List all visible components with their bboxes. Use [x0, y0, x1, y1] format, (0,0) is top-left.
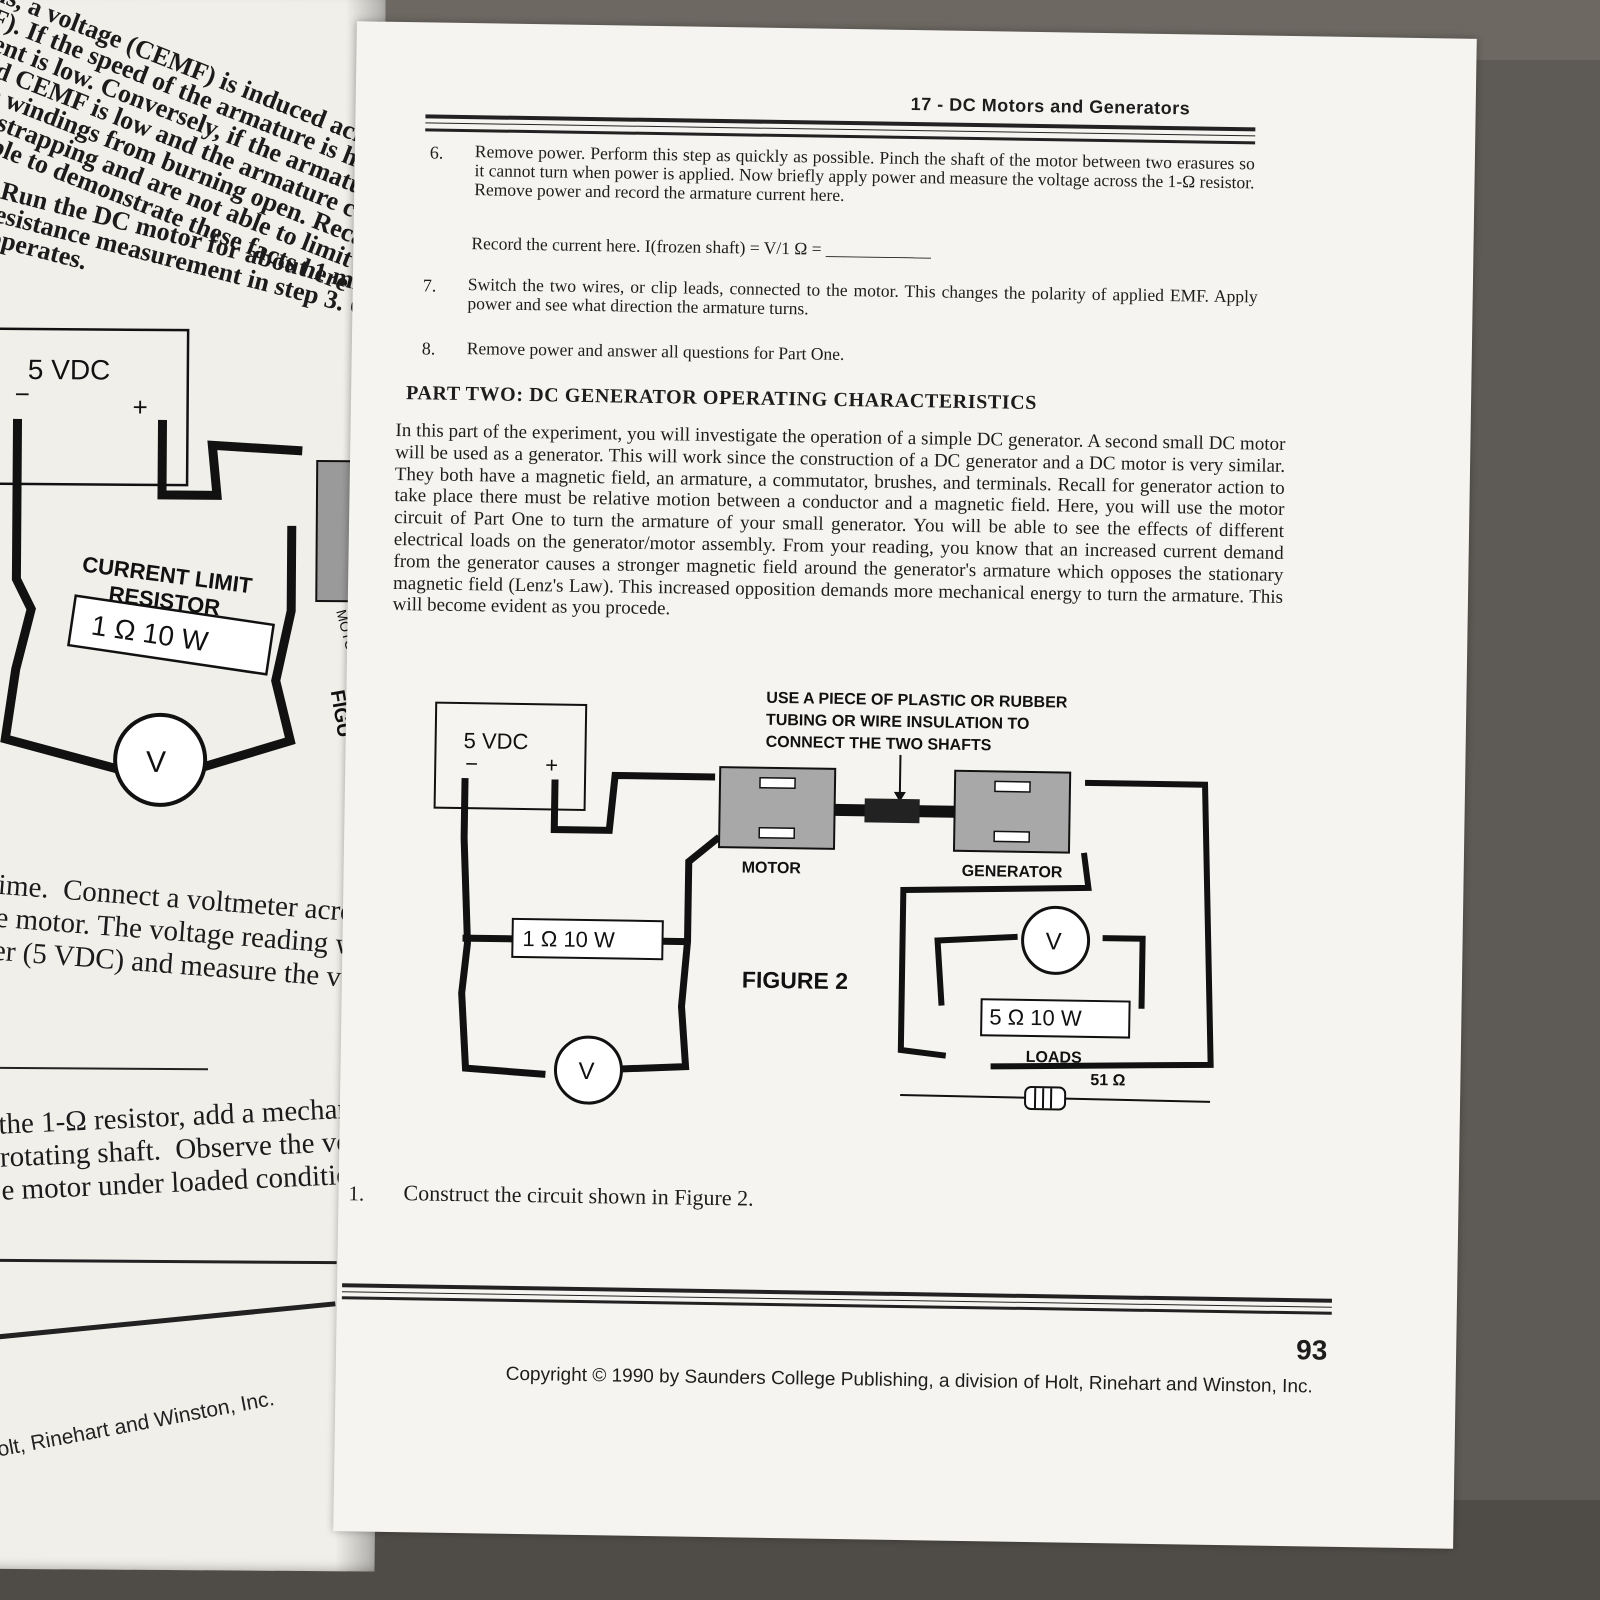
step-7-number: 7. — [422, 275, 437, 296]
copyright-line: Copyright © 1990 by Saunders College Pub… — [505, 1363, 1313, 1398]
left-meter-label: V — [146, 746, 166, 779]
load-value: 51 Ω — [1090, 1072, 1126, 1090]
resistor-2-value: 5 Ω 10 W — [989, 1004, 1082, 1030]
left-circuit-figure: 5 VDC − + MOTOR CURRENT LIMIT RESISTOR 1… — [0, 327, 374, 807]
step-7-text: Switch the two wires, or clip leads, con… — [467, 274, 1258, 319]
figure-2-diagram: USE A PIECE OF PLASTIC OR RUBBER TUBING … — [433, 690, 1214, 1111]
left-mid-text: ime. Connect a voltmeter across th e mot… — [0, 868, 386, 998]
running-head: 17 - DC Motors and Generators — [910, 94, 1191, 119]
figure-2-label: FIGURE 2 — [742, 966, 848, 994]
supply-minus: − — [465, 751, 478, 776]
left-footer: olt, Rinehart and Winston, Inc. — [0, 1387, 277, 1462]
meter-2-label: V — [1045, 928, 1061, 955]
left-resistor-label: CURRENT LIMIT RESISTOR — [77, 552, 259, 625]
figure-note-line-1: USE A PIECE OF PLASTIC OR RUBBER — [766, 690, 1068, 712]
left-rule-1 — [0, 1258, 337, 1265]
construct-step-text: Construct the circuit shown in Figure 2. — [403, 1180, 754, 1211]
motor-label: MOTOR — [742, 859, 802, 877]
step-6-number: 6. — [429, 142, 444, 163]
construct-step-number: 1. — [348, 1181, 365, 1206]
left-minus-label: − — [15, 379, 30, 409]
page-number: 93 — [1295, 1334, 1328, 1366]
left-rule-2 — [0, 1301, 336, 1344]
supply-plus: + — [545, 752, 558, 777]
loads-label: LOADS — [1026, 1049, 1083, 1067]
step-8-number: 8. — [421, 338, 436, 359]
resistor-1-value: 1 Ω 10 W — [522, 926, 615, 952]
supply-label: 5 VDC — [463, 728, 528, 754]
left-facing-page: is, a voltage (CEMF) is induced across F… — [0, 0, 386, 1572]
figure-note-line-2: TUBING OR WIRE INSULATION TO — [766, 712, 1030, 733]
step-8-text: Remove power and answer all questions fo… — [466, 338, 845, 364]
meter-1-label: V — [578, 1058, 594, 1085]
right-page: 17 - DC Motors and Generators 6. Remove … — [333, 21, 1477, 1549]
step-6-text: Remove power. Perform this step as quick… — [474, 141, 1255, 205]
figure-note-line-3: CONNECT THE TWO SHAFTS — [766, 734, 992, 755]
generator-label: GENERATOR — [962, 863, 1063, 882]
left-low-text: the 1-Ω resistor, add a mechanic rotatin… — [0, 1091, 380, 1207]
left-answer-line — [0, 1066, 208, 1071]
left-supply-label: 5 VDC — [28, 354, 111, 386]
left-plus-label: + — [133, 392, 148, 422]
part-two-heading: PART TWO: DC GENERATOR OPERATING CHARACT… — [405, 382, 1038, 415]
part-two-body: In this part of the experiment, you will… — [392, 419, 1286, 620]
record-current-line: Record the current here. I(frozen shaft)… — [471, 233, 932, 261]
